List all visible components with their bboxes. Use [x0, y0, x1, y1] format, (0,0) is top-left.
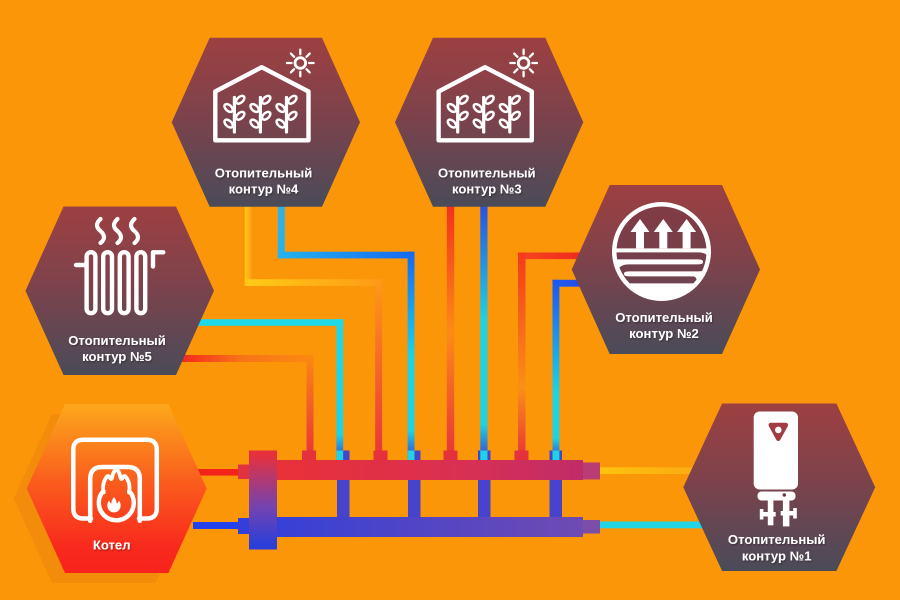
svg-text:Котел: Котел — [93, 538, 131, 553]
svg-text:Отопительный: Отопительный — [728, 532, 826, 547]
svg-text:Отопительный: Отопительный — [68, 333, 166, 348]
svg-text:контур №1: контур №1 — [742, 548, 812, 563]
svg-text:контур №4: контур №4 — [229, 181, 299, 196]
svg-text:Отопительный: Отопительный — [438, 166, 536, 181]
svg-text:Отопительный: Отопительный — [615, 310, 713, 325]
svg-text:Отопительный: Отопительный — [215, 166, 313, 181]
svg-text:контур №3: контур №3 — [452, 181, 522, 196]
svg-text:контур №5: контур №5 — [82, 349, 152, 364]
svg-text:контур №2: контур №2 — [629, 326, 699, 341]
